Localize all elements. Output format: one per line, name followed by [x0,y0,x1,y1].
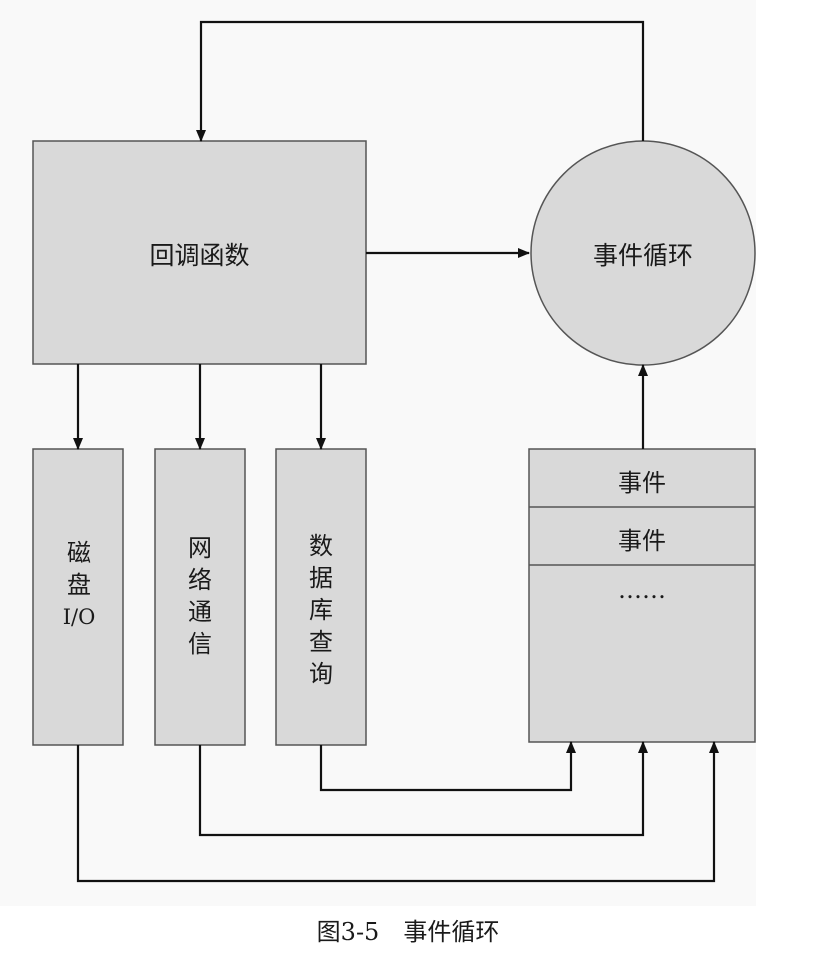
network-label: 网络通信 [188,534,212,658]
callback-label: 回调函数 [149,241,250,270]
queue-ellipsis-label: …… [618,576,666,604]
callback-box [32,140,367,365]
event-loop-label: 事件循环 [592,241,693,270]
db-query-label: 数据库查询 [309,532,333,688]
event-queue-box [528,448,756,743]
arrow-db-to-queue [319,741,576,792]
figure-title: 事件循环 [403,918,500,946]
arrow-disk-to-queue [76,741,719,883]
figure-caption: 图3-5 事件循环 [0,912,816,947]
network-box [154,448,246,746]
queue-item-label: 事件 [618,527,666,555]
disk-io-box [32,448,124,746]
arrow-loop-to-callback [196,20,645,142]
arrow-network-to-queue [198,741,648,837]
queue-item-label: 事件 [618,469,666,497]
figure-number: 图3-5 [316,918,380,946]
